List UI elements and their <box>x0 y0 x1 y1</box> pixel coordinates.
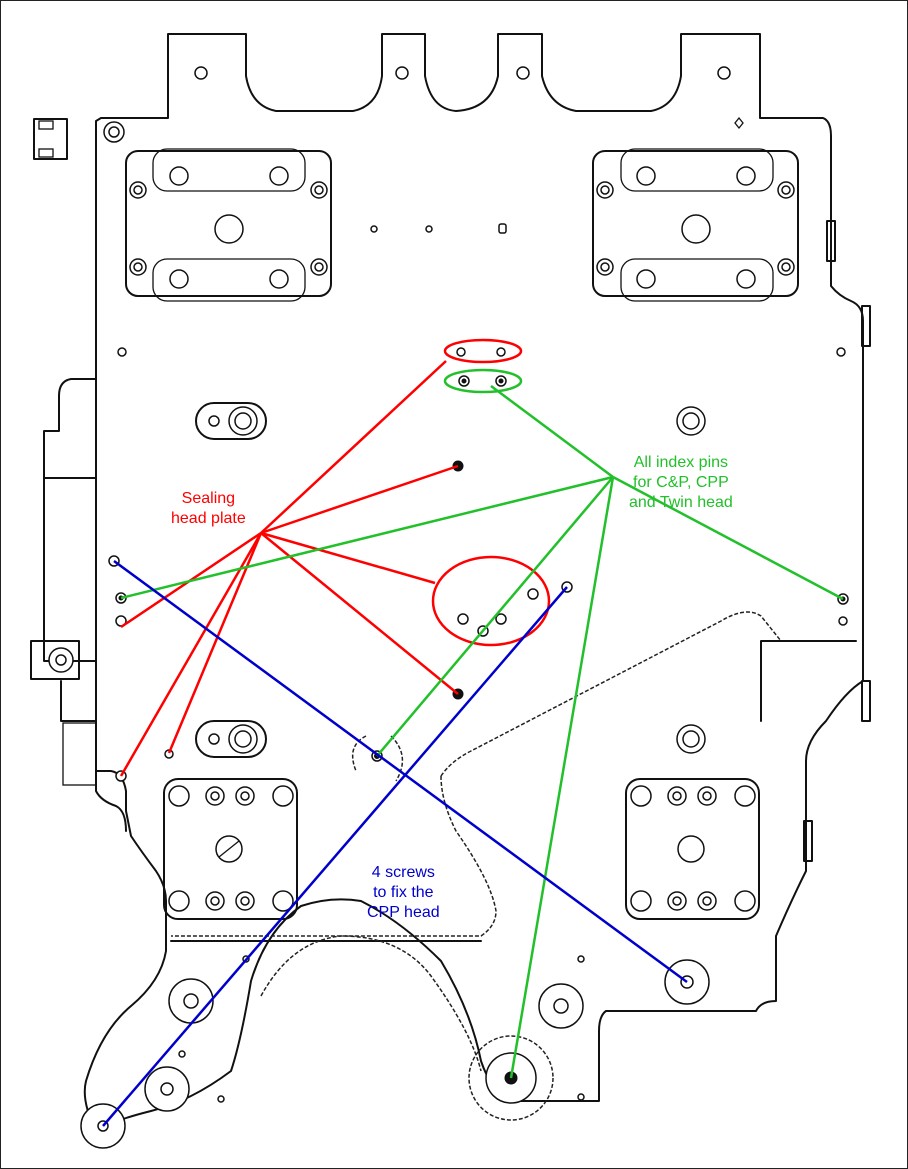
callout-line-top-pin-pair <box>491 386 613 477</box>
label-line: 4 screws <box>367 863 440 883</box>
label-line: Sealing <box>171 489 246 509</box>
callout-line-lower-left-pin <box>377 477 613 756</box>
label-line: CPP head <box>367 903 440 923</box>
lower-right-clamp <box>626 779 759 919</box>
label-line: head plate <box>171 509 246 529</box>
mid-features <box>109 348 848 781</box>
index-pins-label: All index pins for C&P, CPP and Twin hea… <box>629 453 733 513</box>
callout-line-screws <box>103 587 567 1126</box>
upper-right-clamp <box>593 149 798 301</box>
callout-line-top-hole-pair <box>261 361 446 533</box>
label-line: and Twin head <box>629 493 733 513</box>
cpp-screws-label: 4 screws to fix the CPP head <box>367 863 440 923</box>
lower-left-clamp <box>164 779 297 919</box>
sealing-head-plate-label: Sealing head plate <box>171 489 246 529</box>
upper-left-clamp <box>126 149 331 301</box>
right-side-tabs <box>804 221 870 861</box>
left-side-bracket <box>31 119 124 785</box>
sealing-ellipse-group <box>433 557 549 645</box>
label-line: for C&P, CPP <box>629 473 733 493</box>
bottom-features <box>81 956 709 1148</box>
index-pins-ellipse-top <box>445 370 521 392</box>
label-line: All index pins <box>629 453 733 473</box>
label-line: to fix the <box>367 883 440 903</box>
plate-outline <box>85 34 863 1131</box>
